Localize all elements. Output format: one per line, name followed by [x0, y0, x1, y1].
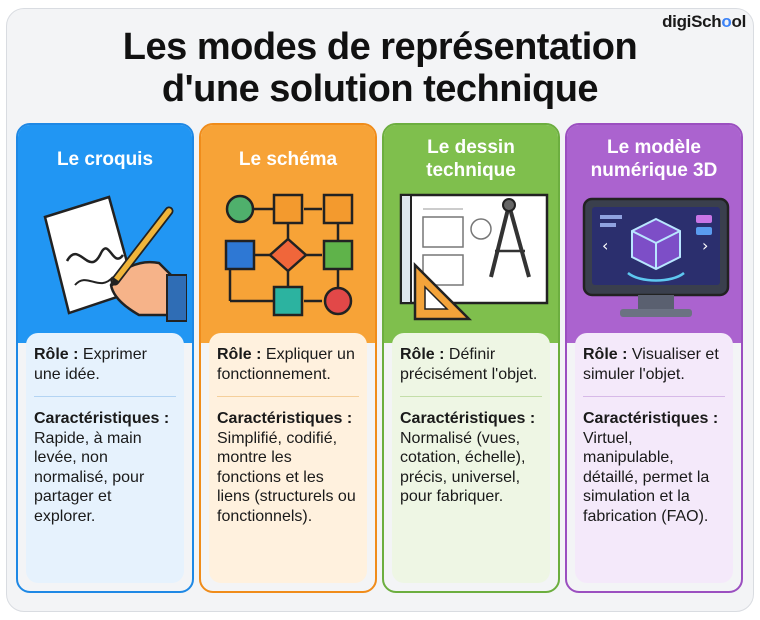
card-dessin-technique: Le dessin technique Rôle : Définir préci…	[382, 123, 560, 593]
divider	[217, 396, 359, 397]
card-title-line1: Le dessin	[427, 137, 515, 158]
characteristics-block: Caractéristiques : Simplifié, codifié, mo…	[217, 409, 359, 526]
card-header: Le croquis	[18, 125, 192, 343]
role-label: Rôle :	[583, 346, 628, 363]
svg-text:‹: ‹	[602, 236, 608, 255]
divider	[583, 396, 725, 397]
characteristics-block: Caractéristiques : Virtuel, manipulable, …	[583, 409, 725, 526]
monitor-3d-cube-icon: ‹ ›	[582, 197, 730, 317]
card-header: Le modèle numérique 3D ‹ ›	[567, 125, 741, 343]
card-body: Rôle : Définir précisément l'objet. Cara…	[392, 333, 550, 583]
card-schema: Le schéma Rôle : Expliquer un fonctionne…	[199, 123, 377, 593]
card-title-line2: numérique 3D	[590, 160, 718, 181]
page-title-line1: Les modes de représentation	[122, 26, 638, 68]
card-header: Le schéma	[201, 125, 375, 343]
card-body: Rôle : Expliquer un fonctionnement. Cara…	[209, 333, 367, 583]
brand-logo: digiSchool	[662, 12, 746, 31]
role-text: Définir précisément l'objet.	[400, 346, 538, 383]
role-block: Rôle : Définir précisément l'objet.	[400, 345, 542, 384]
card-header: Le dessin technique	[384, 125, 558, 343]
characteristics-text: Normalisé (vues, cotation, échelle), pré…	[400, 429, 526, 506]
characteristics-text: Simplifié, codifié, montre les fonctions…	[217, 429, 356, 525]
characteristics-label: Caractéristiques :	[217, 410, 353, 427]
role-block: Rôle : Visualiser et simuler l'objet.	[583, 345, 725, 384]
card-title-line1: Le modèle	[607, 137, 701, 158]
technical-drawing-compass-icon	[399, 193, 549, 321]
card-title: Le schéma	[238, 149, 338, 170]
role-label: Rôle :	[217, 346, 262, 363]
divider	[400, 396, 542, 397]
characteristics-text: Rapide, à main levée, non normalisé, pou…	[34, 429, 145, 525]
card-title-line2: technique	[426, 160, 516, 181]
card-body: Rôle : Visualiser et simuler l'objet. Ca…	[575, 333, 733, 583]
flowchart-icon	[224, 193, 354, 317]
page-title-line2: d'une solution technique	[161, 68, 599, 110]
role-block: Rôle : Expliquer un fonctionnement.	[217, 345, 359, 384]
hand-drawing-sketch-icon	[43, 195, 187, 322]
role-text: Exprimer une idée.	[34, 346, 147, 383]
page-title: Les modes de représentation d'une soluti…	[0, 26, 760, 110]
role-block: Rôle : Exprimer une idée.	[34, 345, 176, 384]
role-label: Rôle :	[34, 346, 79, 363]
characteristics-block: Caractéristiques : Normalisé (vues, cotat…	[400, 409, 542, 507]
role-text: Visualiser et simuler l'objet.	[583, 346, 719, 383]
card-title: Le croquis	[56, 149, 154, 170]
role-text: Expliquer un fonctionnement.	[217, 346, 355, 383]
divider	[34, 396, 176, 397]
characteristics-text: Virtuel, manipulable, détaillé, permet l…	[583, 429, 710, 525]
card-croquis: Le croquis Rôle : Exprimer une idée. Car…	[16, 123, 194, 593]
characteristics-label: Caractéristiques :	[583, 410, 719, 427]
card-modele-numerique-3d: Le modèle numérique 3D ‹ › Rôle : Visual…	[565, 123, 743, 593]
svg-text:›: ›	[702, 236, 708, 255]
characteristics-label: Caractéristiques :	[400, 410, 536, 427]
characteristics-label: Caractéristiques :	[34, 410, 170, 427]
characteristics-block: Caractéristiques : Rapide, à main levée, …	[34, 409, 176, 526]
role-label: Rôle :	[400, 346, 445, 363]
card-body: Rôle : Exprimer une idée. Caractéristiqu…	[26, 333, 184, 583]
